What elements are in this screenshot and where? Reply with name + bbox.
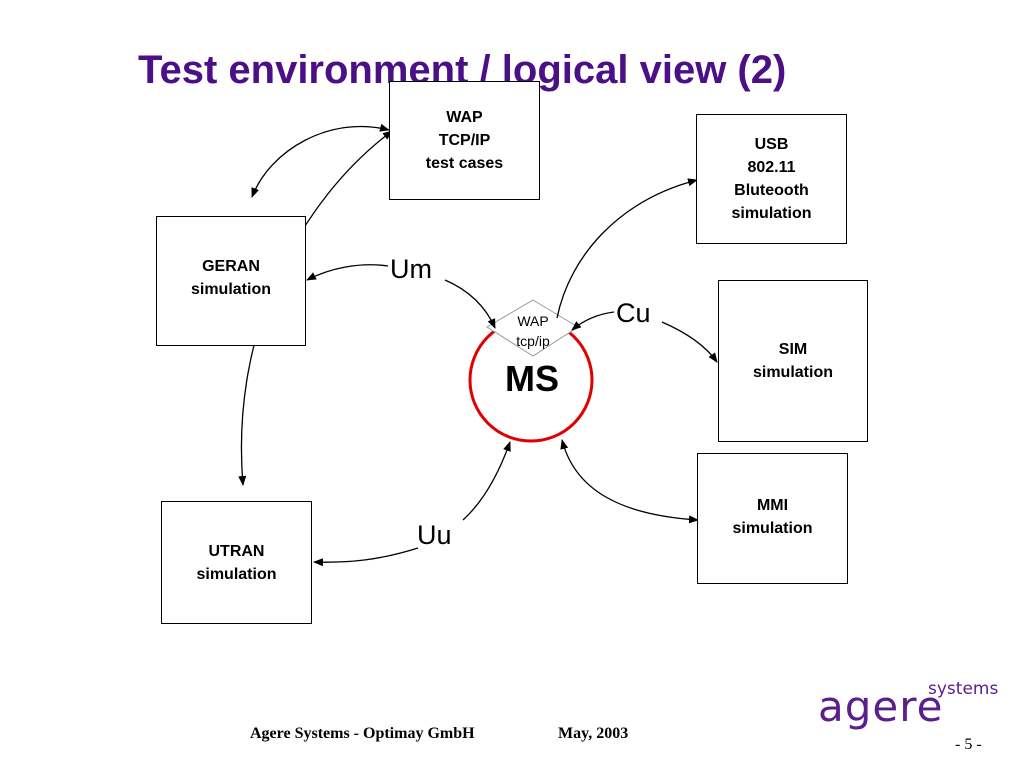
wap-test-cases-label: WAP TCP/IP test cases xyxy=(425,109,504,172)
utran-simulation-box: UTRAN simulation xyxy=(161,501,312,624)
arrow-ms-usb xyxy=(556,178,698,319)
wap-tcpip-diamond xyxy=(486,299,579,357)
page-number: - 5 - xyxy=(955,736,982,753)
interface-um-label: Um xyxy=(390,254,432,284)
interface-cu-label: Cu xyxy=(616,298,651,328)
utran-simulation-label: UTRAN simulation xyxy=(196,542,277,583)
mmi-simulation-box: MMI simulation xyxy=(697,453,848,584)
arrow-um-geran xyxy=(306,264,389,281)
ms-label: MS xyxy=(505,358,559,399)
sim-simulation-box: SIM simulation xyxy=(718,280,868,442)
geran-simulation-label: GERAN simulation xyxy=(190,258,271,298)
arrow-ms-mmi xyxy=(560,439,699,524)
arrow-uu-ms xyxy=(462,441,511,521)
arrow-cu-ms xyxy=(571,311,615,331)
mmi-simulation-label: MMI simulation xyxy=(732,497,813,537)
arrow-cu-sim xyxy=(661,321,718,363)
geran-simulation-box: GERAN simulation xyxy=(156,216,306,346)
arrow-wap-geran xyxy=(251,123,390,198)
usb-simulation-box: USB 802.11 Bluteooth simulation xyxy=(696,114,847,244)
arrow-uu-utran xyxy=(313,547,419,567)
agere-logo: agere xyxy=(818,682,944,731)
sim-simulation-label: SIM simulation xyxy=(752,341,833,381)
interface-uu-label: Uu xyxy=(417,520,452,550)
wap-test-cases-box: WAP TCP/IP test cases xyxy=(389,81,540,200)
agere-logo-systems: systems xyxy=(928,679,999,699)
usb-simulation-label: USB 802.11 Bluteooth simulation xyxy=(731,136,812,222)
arrow-um-ms xyxy=(444,279,496,329)
wap-tcpip-label: WAP tcp/ip xyxy=(516,313,550,349)
footer-date: May, 2003 xyxy=(558,725,629,742)
footer-company: Agere Systems - Optimay GmbH xyxy=(250,725,475,742)
